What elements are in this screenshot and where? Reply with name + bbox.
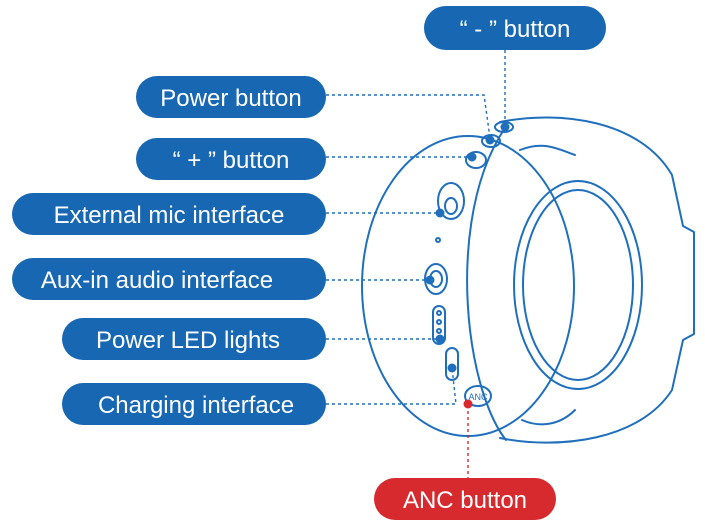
led-3	[436, 328, 442, 334]
dot-minus-button	[500, 122, 510, 132]
callout-minus-button: “ - ” button	[424, 6, 606, 50]
callout-power-led: Power LED lights	[62, 318, 326, 360]
callout-external-mic: External mic interface	[12, 193, 326, 235]
cup-inner-contour	[466, 127, 507, 441]
anc-button-shape	[464, 385, 492, 407]
anc-button-label: ANC	[468, 392, 488, 402]
dot-plus-button	[467, 152, 477, 162]
charging-port	[445, 347, 459, 381]
aux-in-port	[424, 263, 448, 295]
callout-minus-button-text: “ - ” button	[460, 16, 571, 43]
callout-external-mic-text: External mic interface	[54, 202, 285, 229]
mic-hole	[435, 237, 441, 243]
dot-power-button	[485, 135, 495, 145]
dot-anc-button	[463, 399, 473, 409]
callout-aux-in: Aux-in audio interface	[12, 258, 326, 300]
callout-anc-button: ANC button	[374, 478, 556, 520]
dot-external-mic	[435, 208, 445, 218]
leader-charging	[326, 367, 457, 405]
callout-aux-in-text: Aux-in audio interface	[41, 267, 273, 294]
leader-lines	[326, 50, 506, 478]
ear-pad-inner-outline	[522, 189, 634, 381]
leader-dots	[425, 122, 510, 409]
callout-plus-button: “ + ” button	[136, 138, 326, 180]
cup-body-outline	[499, 116, 695, 444]
callout-power-button: Power button	[136, 76, 326, 118]
leader-power-button	[326, 94, 491, 139]
led-panel	[432, 305, 446, 345]
callout-plus-button-text: “ + ” button	[173, 147, 290, 174]
callout-power-led-text: Power LED lights	[96, 327, 280, 354]
dot-charging	[447, 363, 457, 373]
external-mic-port	[437, 182, 465, 220]
callout-charging: Charging interface	[62, 383, 326, 425]
ear-pad-outline	[513, 180, 643, 390]
minus-button-shape	[494, 121, 514, 133]
headband-slot	[519, 144, 576, 426]
power-button-shape	[481, 134, 501, 148]
external-mic-port-inner	[444, 197, 458, 215]
dot-aux-in	[425, 275, 435, 285]
callout-anc-button-text: ANC button	[403, 487, 527, 514]
led-1	[436, 310, 442, 316]
plus-button-shape	[465, 151, 487, 169]
dot-power-led	[435, 334, 445, 344]
callout-power-button-text: Power button	[160, 85, 301, 112]
led-2	[436, 319, 442, 325]
callout-charging-text: Charging interface	[98, 392, 294, 419]
